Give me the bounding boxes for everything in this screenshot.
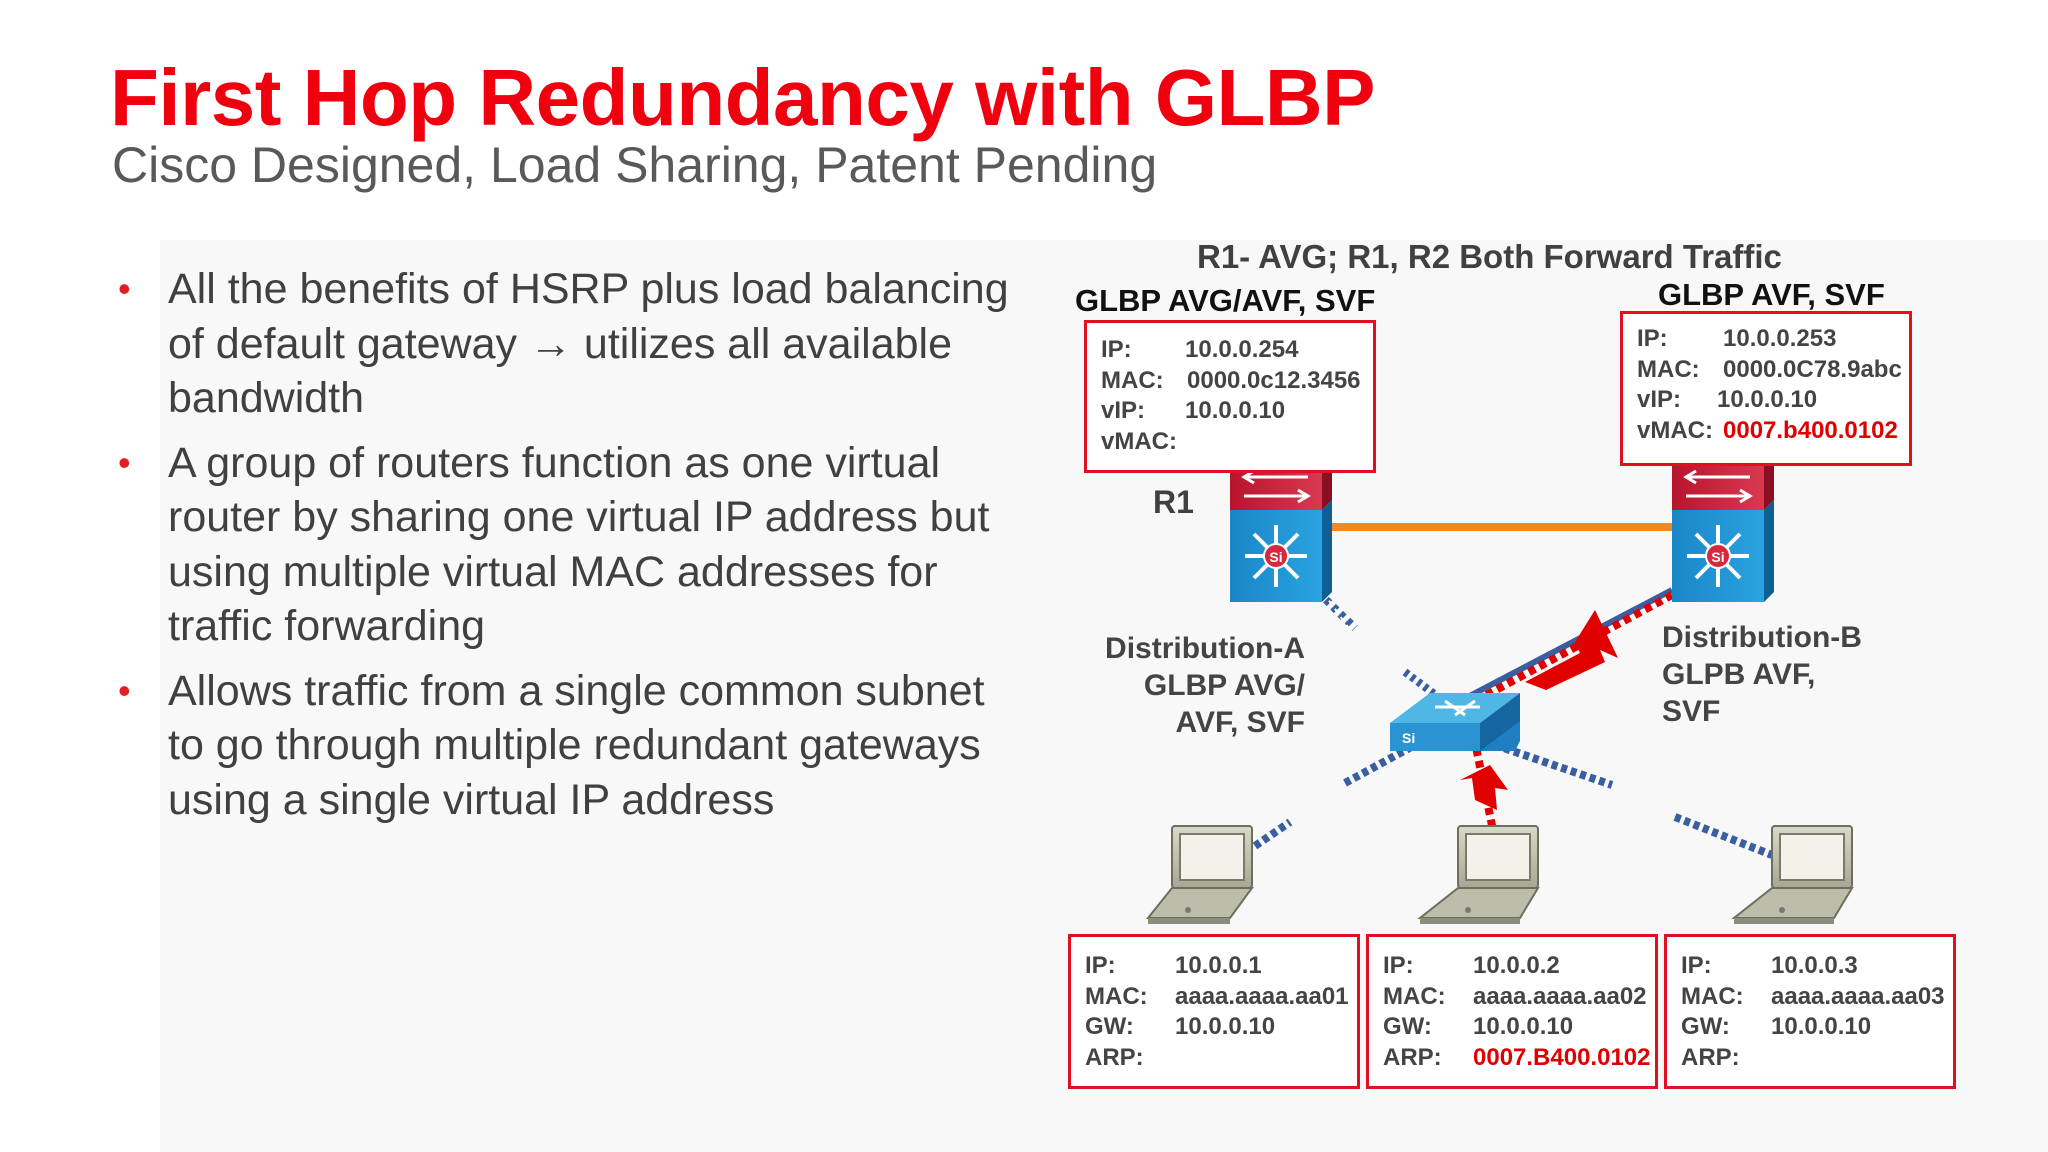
info-value: 10.0.0.10 [1175, 1013, 1276, 1040]
slide-title: First Hop Redundancy with GLBP [110, 53, 1376, 142]
router-a-role-label: GLBP AVG/AVF, SVF [1075, 283, 1376, 318]
info-value: aaaa.aaaa.aa03 [1771, 982, 1945, 1010]
info-key: vIP: [1637, 386, 1682, 413]
info-value: 10.0.0.2 [1473, 952, 1560, 979]
info-key: MAC: [1637, 355, 1700, 383]
info-value: 10.0.0.10 [1185, 397, 1286, 424]
info-key: IP: [1681, 952, 1712, 979]
info-value: aaaa.aaaa.aa01 [1175, 982, 1349, 1010]
info-row: MAC: 0000.0c12.3456 [1101, 366, 1373, 397]
router-a-caption: Distribution-A GLBP AVG/ AVF, SVF [1080, 630, 1305, 741]
caption-line: Distribution-B [1662, 621, 1862, 654]
info-row: GW: 10.0.0.10 [1681, 1012, 1953, 1043]
info-key: ARP: [1383, 1043, 1442, 1071]
info-key: ARP: [1085, 1043, 1144, 1071]
info-key: MAC: [1085, 982, 1148, 1010]
info-row: IP: 10.0.0.3 [1681, 951, 1953, 982]
router-b-caption: Distribution-B GLPB AVF, SVF [1662, 619, 1862, 730]
info-row: IP: 10.0.0.1 [1085, 951, 1357, 982]
info-value: aaaa.aaaa.aa02 [1473, 982, 1647, 1010]
info-value: 0007.b400.0102 [1723, 416, 1898, 444]
bullet-dot: • [118, 268, 131, 309]
bullet-item: • Allows traffic from a single common su… [110, 664, 1010, 828]
info-key: MAC: [1383, 982, 1446, 1010]
router-a-name: R1 [1153, 484, 1194, 520]
info-row: vMAC: 0007.b400.0102 [1637, 416, 1909, 447]
router-b-role-label: GLBP AVF, SVF [1658, 277, 1885, 312]
bullet-text: Allows traffic from a single common subn… [168, 666, 985, 824]
bullet-text: All the benefits of HSRP plus load balan… [168, 265, 1009, 422]
info-row: ARP: [1085, 1043, 1357, 1074]
info-value: 0007.B400.0102 [1473, 1043, 1651, 1071]
info-key: MAC: [1681, 982, 1744, 1010]
info-key: GW: [1681, 1013, 1730, 1040]
bullet-dot: • [118, 441, 131, 483]
info-value: 10.0.0.3 [1771, 952, 1858, 979]
info-row: MAC: aaaa.aaaa.aa01 [1085, 982, 1357, 1013]
diagram-heading: R1- AVG; R1, R2 Both Forward Traffic [1197, 238, 1782, 275]
info-key: vMAC: [1637, 416, 1713, 444]
info-row: IP: 10.0.0.254 [1101, 335, 1373, 366]
caption-line: SVF [1662, 695, 1721, 728]
info-key: IP: [1085, 952, 1116, 979]
info-key: vMAC: [1101, 427, 1177, 455]
router-a-info-box: IP: 10.0.0.254 MAC: 0000.0c12.3456 vIP: 10.… [1084, 320, 1376, 473]
caption-line: GLBP AVG/ [1143, 669, 1305, 702]
bullet-dot: • [118, 669, 131, 711]
info-value: 10.0.0.10 [1717, 386, 1818, 413]
info-row: MAC: 0000.0C78.9abc [1637, 355, 1909, 386]
bullet-text: A group of routers function as one virtu… [168, 438, 990, 651]
caption-line: GLPB AVF, [1662, 658, 1816, 691]
info-row: GW: 10.0.0.10 [1383, 1012, 1655, 1043]
info-value: 10.0.0.1 [1175, 952, 1262, 979]
info-key: IP: [1637, 325, 1668, 352]
info-row: GW: 10.0.0.10 [1085, 1012, 1357, 1043]
info-row: IP: 10.0.0.253 [1637, 324, 1909, 355]
info-key: IP: [1383, 952, 1414, 979]
bullet-item: • All the benefits of HSRP plus load bal… [110, 262, 1010, 426]
info-key: MAC: [1101, 366, 1164, 394]
caption-line: Distribution-A [1105, 632, 1305, 665]
info-key: vIP: [1101, 397, 1146, 424]
info-key: ARP: [1681, 1043, 1740, 1071]
info-row: ARP: 0007.B400.0102 [1383, 1043, 1655, 1074]
caption-line: AVF, SVF [1175, 706, 1305, 739]
info-value: 0000.0C78.9abc [1723, 355, 1902, 383]
info-value: 10.0.0.10 [1473, 1013, 1574, 1040]
info-row: vIP: 10.0.0.10 [1101, 396, 1373, 427]
info-value: 10.0.0.253 [1723, 325, 1837, 352]
info-row: IP: 10.0.0.2 [1383, 951, 1655, 982]
bullet-item: • A group of routers function as one vir… [110, 436, 1010, 654]
info-value: 10.0.0.254 [1185, 336, 1299, 363]
info-value: 10.0.0.10 [1771, 1013, 1872, 1040]
info-row: vMAC: [1101, 427, 1373, 458]
host-1-info-box: IP: 10.0.0.1 MAC: aaaa.aaaa.aa01 GW: 10.0.0… [1068, 934, 1360, 1089]
slide-subtitle: Cisco Designed, Load Sharing, Patent Pen… [112, 137, 1158, 193]
info-row: MAC: aaaa.aaaa.aa02 [1383, 982, 1655, 1013]
host-2-info-box: IP: 10.0.0.2 MAC: aaaa.aaaa.aa02 GW: 10.0.0… [1366, 934, 1658, 1089]
info-row: vIP: 10.0.0.10 [1637, 385, 1909, 416]
host-3-info-box: IP: 10.0.0.3 MAC: aaaa.aaaa.aa03 GW: 10.0.0… [1664, 934, 1956, 1089]
router-b-info-box: IP: 10.0.0.253 MAC: 0000.0C78.9abc vIP: 10.… [1620, 311, 1912, 466]
bullet-list: • All the benefits of HSRP plus load bal… [110, 262, 1010, 837]
info-key: GW: [1383, 1013, 1432, 1040]
info-key: IP: [1101, 336, 1132, 363]
info-key: GW: [1085, 1013, 1134, 1040]
info-value: 0000.0c12.3456 [1187, 366, 1361, 394]
info-row: MAC: aaaa.aaaa.aa03 [1681, 982, 1953, 1013]
info-row: ARP: [1681, 1043, 1953, 1074]
